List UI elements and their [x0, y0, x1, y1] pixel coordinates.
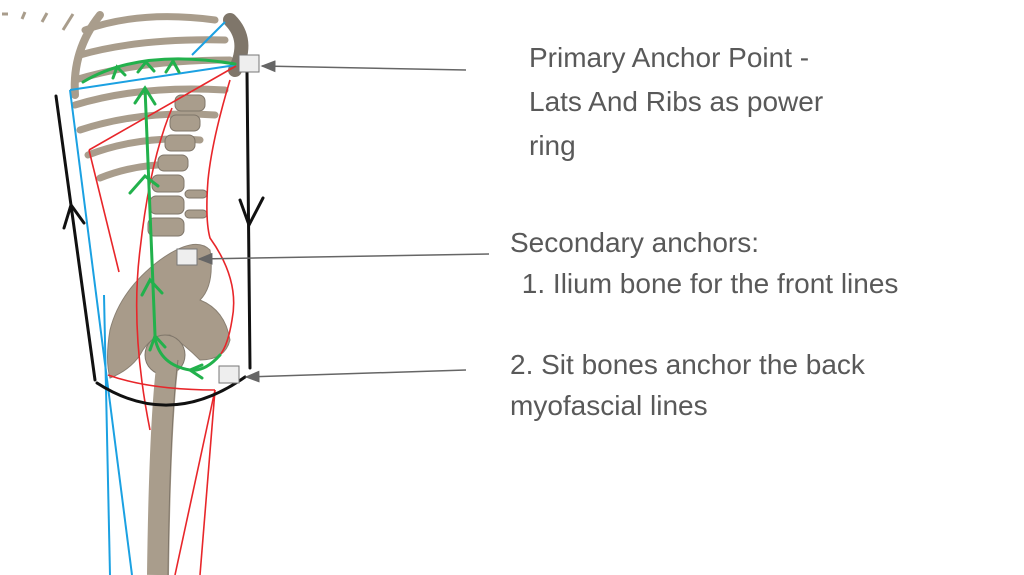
- rib-cage: [70, 11, 249, 182]
- text-line: Primary Anchor Point -: [529, 42, 810, 73]
- text-line: myofascial lines: [510, 390, 708, 421]
- text-line: 1. Ilium bone for the front lines: [514, 268, 899, 299]
- red-lines: [88, 65, 237, 575]
- background-dashes: [2, 11, 75, 31]
- sit-bones-text: 2. Sit bones anchor the back myofascial l…: [510, 344, 865, 426]
- anchor-markers: [176, 54, 490, 384]
- secondary-anchors-text: Secondary anchors: 1. Ilium bone for the…: [510, 222, 898, 304]
- sit-bone-pointer-arrow: [244, 369, 467, 383]
- text-line: Lats And Ribs as power: [529, 86, 824, 117]
- femur: [147, 358, 179, 575]
- black-lines: [54, 70, 265, 407]
- primary-pointer-arrow: [260, 60, 467, 73]
- green-arrows: [81, 57, 237, 380]
- text-line: 2. Sit bones anchor the back: [510, 349, 865, 380]
- sit-bone-anchor-marker: [218, 365, 240, 384]
- spine: [147, 94, 208, 237]
- primary-anchor-marker: [238, 54, 260, 73]
- ilium-anchor-marker: [176, 248, 198, 266]
- text-line: Secondary anchors:: [510, 227, 760, 258]
- ilium-pointer-arrow: [197, 252, 490, 265]
- primary-anchor-text: Primary Anchor Point - Lats And Ribs as p…: [529, 36, 823, 168]
- text-line: ring: [529, 130, 576, 161]
- blue-lines: [69, 21, 237, 575]
- femur-edge: [167, 359, 179, 575]
